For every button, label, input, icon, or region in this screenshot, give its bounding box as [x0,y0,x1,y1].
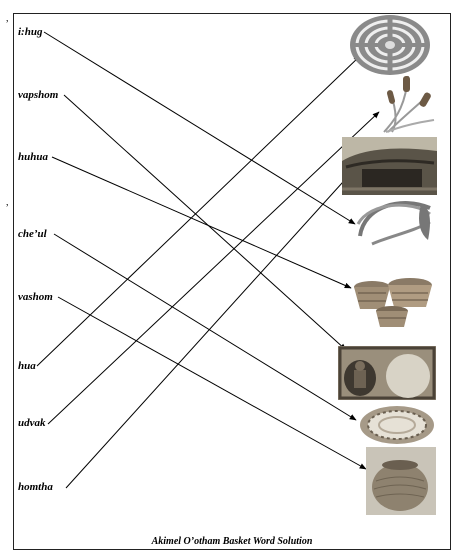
word-udvak: udvak [18,417,46,429]
word-vapshom: vapshom [18,89,58,101]
line-homtha [66,172,352,488]
stacked-baskets-image [350,273,436,329]
coiled-tray-basket-image [358,403,436,445]
grass-thatch-house-image [342,137,437,195]
line-vapshom [64,95,346,350]
word-homtha: homtha [18,481,53,493]
word-ihug: i:hug [18,26,42,38]
word-huhua: huhua [18,151,48,163]
line-cheul [54,234,356,420]
basket-weavers-image [338,346,436,400]
round-pot-basket-image [366,447,436,515]
devils-claw-pod-image [350,196,436,248]
coiled-maze-basket-image [348,12,432,78]
footer-title: Akimel O’otham Basket Word Solution [13,536,451,547]
word-hua: hua [18,360,36,372]
line-vashom [58,297,366,469]
cattail-reeds-image [378,72,436,134]
line-ihug [44,32,355,224]
word-vashom: vashom [18,291,53,303]
line-udvak [48,112,379,424]
word-cheul: che’ul [18,228,47,240]
